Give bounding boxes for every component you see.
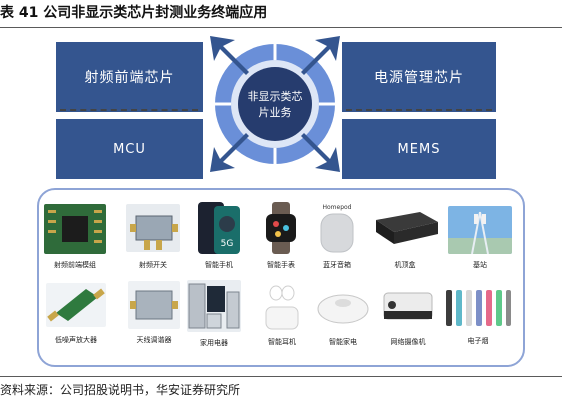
sticker-5g-text: 5G: [221, 239, 234, 249]
source-note: 资料来源：公司招股说明书，华安证券研究所: [0, 383, 241, 397]
product-label: 射频开关: [139, 261, 167, 269]
smart-speaker-icon: Homepod: [320, 204, 354, 253]
ip-camera-icon: [383, 292, 433, 320]
arrow-top-left: [210, 36, 249, 75]
application-products-frame: [37, 188, 525, 367]
product-label: 智能耳机: [268, 338, 296, 346]
arrow-bottom-right: [301, 133, 340, 172]
product-label: 网络摄像机: [390, 338, 426, 346]
product-label: 智能家电: [329, 338, 357, 346]
product-label: 智能手机: [205, 261, 233, 269]
product-label: 天线调谐器: [136, 336, 172, 344]
center-label-line1: 非显示类芯: [248, 89, 303, 103]
smartwatch-icon: [266, 202, 296, 254]
arrow-group: [210, 36, 340, 172]
home-appliances-icon: [187, 280, 241, 332]
product-label: 机顶盒: [394, 261, 416, 269]
antenna-tuner-icon: [128, 281, 180, 329]
earbuds-icon: [265, 285, 299, 330]
rf-module-chip-icon: [44, 204, 106, 254]
product-label: 基站: [473, 261, 487, 269]
center-label-line2: 片业务: [259, 106, 292, 119]
mems-box: MEMS: [342, 119, 496, 179]
figure-title: 表 41 公司非显示类芯片封测业务终端应用: [0, 5, 268, 21]
arrow-bottom-left: [210, 133, 249, 172]
speaker-brand-text: Homepod: [322, 204, 351, 211]
top-rule: [0, 27, 562, 28]
e-cigarette-icon: [446, 290, 511, 326]
center-circle: [238, 67, 312, 141]
smartphone-icon: 5G: [198, 202, 240, 254]
arrow-top-right: [301, 36, 340, 75]
left-dashed-divider: [60, 109, 198, 111]
right-dashed-divider: [346, 109, 492, 111]
robot-vacuum-icon: [317, 294, 369, 324]
product-label: 家用电器: [200, 339, 228, 347]
product-label: 电子烟: [467, 337, 489, 345]
power-management-box: 电源管理芯片: [342, 42, 496, 112]
product-label: 低噪声放大器: [55, 336, 97, 344]
product-label: 射频前端模组: [54, 261, 96, 269]
mcu-box: MCU: [56, 119, 203, 179]
product-label: 智能手表: [267, 261, 295, 269]
set-top-box-icon: [376, 212, 438, 244]
center-ring-diagram: 非显示类芯 片业务: [210, 36, 340, 172]
rf-switch-icon: [126, 204, 180, 252]
lna-board-icon: [46, 283, 106, 327]
product-label: 蓝牙音箱: [323, 261, 351, 269]
bottom-rule: [0, 376, 562, 377]
base-station-icon: [448, 206, 512, 254]
rf-front-end-box: 射频前端芯片: [56, 42, 203, 112]
